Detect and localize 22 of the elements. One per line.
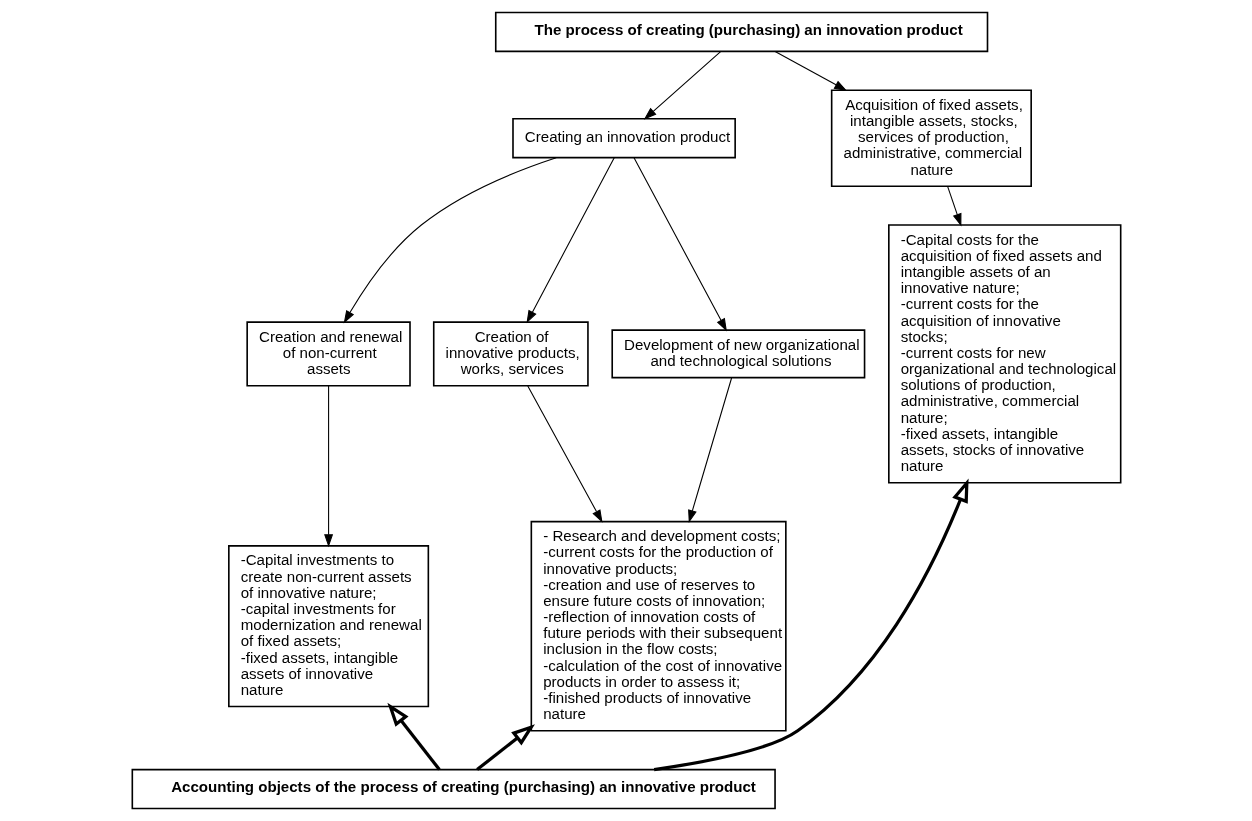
node-box: -Capital investments to create non-current assets of innovative nature; -capital investments for modernization and renewal of fixed assets; -fixed assets, intangible assets of innovative nature xyxy=(227,545,429,708)
node-box: Creating an innovation product xyxy=(511,118,736,159)
arrow xyxy=(643,50,721,120)
arrow xyxy=(323,385,333,548)
node-box: Creation of innovative products, works, services xyxy=(432,321,589,387)
arrow xyxy=(343,157,557,324)
arrow xyxy=(526,385,603,523)
arrow xyxy=(475,724,535,771)
arrow xyxy=(946,186,961,227)
node-box: - Research and development costs; -current costs for the production of innovative products; -creation and use of reserves to ensure future costs of innovation; -reflection of innovation costs of future periods with their subsequent inclusion in the flow costs; -calculation of the cost of innovative products in order to assess it; -finished products of innovative nature xyxy=(530,520,787,732)
node-box: Acquisition of fixed assets, intangible assets, stocks, services of production, administrative, commercial nature xyxy=(830,89,1032,187)
node-box: Development of new organizational and technological solutions xyxy=(610,329,865,379)
arrow xyxy=(633,157,727,332)
node-box: -Capital costs for the acquisition of fixed assets and intangible assets of an innovative nature; -current costs for the acquisition of innovative stocks; -current costs for new organizational and technological solutions of production, administrative, commercial nature; -fixed assets, intangible assets, stocks of innovative nature xyxy=(887,224,1121,484)
arrow xyxy=(525,157,615,324)
arrow xyxy=(386,702,441,771)
node-box: Creation and renewal of non-current assets xyxy=(245,321,411,387)
node-box: The process of creating (purchasing) an innovation product xyxy=(494,11,988,53)
arrow xyxy=(774,50,847,91)
arrow xyxy=(653,478,969,772)
node-box: Accounting objects of the process of creating (purchasing) an innovative product xyxy=(131,768,776,810)
arrow xyxy=(687,377,732,523)
